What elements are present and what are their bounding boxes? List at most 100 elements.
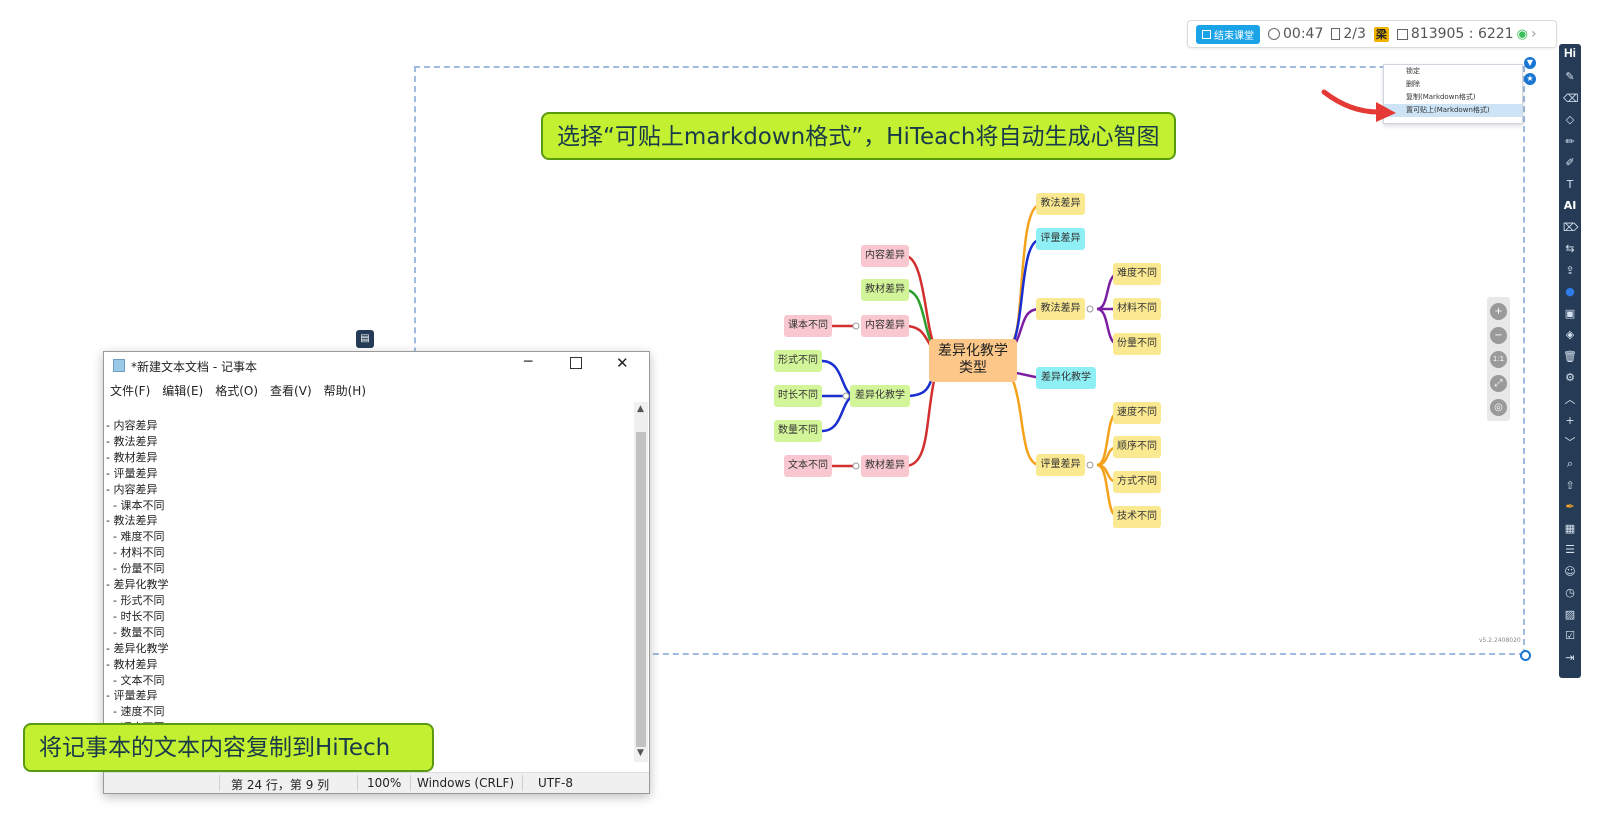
minimize-button[interactable]: ─ [524,354,533,370]
root-line-2: 类型 [959,360,987,376]
node-diff-teaching-left[interactable]: 差异化教学 [850,385,910,407]
node-manner-diff[interactable]: 方式不同 [1113,471,1161,493]
node-skill-diff[interactable]: 技术不同 [1113,506,1161,528]
zoom-in-icon[interactable]: + [1490,303,1507,320]
fit-view-icon[interactable]: ⤢ [1490,375,1507,392]
scrollbar-thumb[interactable] [636,432,646,747]
zoom-out-icon[interactable]: − [1490,327,1507,344]
highlighter-icon[interactable]: ✒ [1565,500,1575,513]
node-material-diff[interactable]: 材料不同 [1113,298,1161,320]
export-icon[interactable]: ⇪ [1565,263,1575,277]
node-assess-diff-2[interactable]: 评量差异 [1036,454,1085,476]
marker-icon[interactable]: ✐ [1565,156,1575,169]
notepad-line: - 内容差异 [106,419,158,432]
chevron-up-icon[interactable]: ︿ [1564,392,1576,406]
trash-icon[interactable]: 🗑 [1563,349,1577,363]
ai-icon[interactable]: AI [1563,199,1577,212]
eraser-icon[interactable]: ⌫ [1563,91,1579,105]
text-format-icon[interactable]: T [1566,177,1574,191]
star-handle-icon[interactable]: ★ [1524,73,1536,85]
root-line-1: 差异化教学 [938,343,1008,359]
notepad-window: *新建文本文档 - 记事本 ─ ✕ 文件(F) 编辑(E) 格式(O) 查看(V… [103,351,650,794]
user-avatar[interactable]: 梁 [1373,26,1389,42]
node-quantity-diff[interactable]: 数量不同 [774,420,822,442]
settings-icon[interactable]: ⚙ [1565,371,1575,384]
node-portion-diff[interactable]: 份量不同 [1113,333,1161,355]
share-icon[interactable]: ⇆ [1565,242,1575,255]
node-content-diff-2[interactable]: 内容差异 [861,315,909,337]
node-content-diff-1[interactable]: 内容差异 [861,245,909,267]
mindmap-root-node[interactable]: 差异化教学 类型 [929,339,1017,382]
notepad-icon [113,359,125,372]
pencil-icon[interactable]: ✏ [1565,134,1575,148]
exit-icon[interactable]: ⇥ [1565,650,1575,664]
upload-icon[interactable]: ⇧ [1565,478,1575,492]
resize-handle-icon[interactable] [1520,650,1531,661]
node-speed-diff[interactable]: 速度不同 [1113,402,1161,424]
encoding: UTF-8 [538,776,573,790]
menu-item-delete[interactable]: 删除 [1406,80,1420,88]
notepad-titlebar[interactable]: *新建文本文档 - 记事本 ─ ✕ [104,352,649,380]
view-icon[interactable]: ◎ [1490,399,1507,416]
check-icon[interactable]: ☑ [1565,629,1575,642]
node-materials-diff-2[interactable]: 教材差异 [861,455,909,477]
download-handle-icon[interactable]: ▼ [1524,57,1536,69]
menu-file[interactable]: 文件(F) [110,384,151,398]
timer: 00:47 [1268,26,1323,42]
node-method-diff-1[interactable]: 教法差异 [1036,193,1085,215]
node-materials-diff-1[interactable]: 教材差异 [861,279,909,301]
node-text-diff[interactable]: 文本不同 [784,455,832,477]
list-icon[interactable]: ☰ [1565,543,1575,556]
stamp-icon[interactable]: ▣ [1564,306,1576,320]
node-difficulty-diff[interactable]: 难度不同 [1113,263,1161,285]
end-class-label: 结束课堂 [1214,30,1254,42]
node-textbook-diff[interactable]: 课本不同 [784,315,832,337]
callout-copy-instruction: 将记事本的文本内容复制到HiTech [23,723,434,772]
menu-item-lock[interactable]: 锁定 [1406,67,1420,75]
menu-help[interactable]: 帮助(H) [323,384,367,398]
callout-paste-instruction: 选择“可贴上markdown格式”，HiTeach将自动生成心智图 [541,112,1176,160]
menu-item-copy-markdown[interactable]: 复制(Markdown格式) [1406,93,1476,101]
notepad-menubar: 文件(F) 编辑(E) 格式(O) 查看(V) 帮助(H) [110,382,366,399]
shape-icon[interactable]: ◇ [1565,113,1575,126]
context-menu: 锁定 删除 复制(Markdown格式) 置可贴上(Markdown格式) [1383,64,1523,124]
menu-item-paste-markdown[interactable]: 置可贴上(Markdown格式) [1384,104,1522,117]
menu-edit[interactable]: 编辑(E) [162,384,204,398]
plus-icon[interactable]: + [1565,414,1575,427]
notepad-line: - 评量差异 [106,689,158,703]
folder-icon[interactable]: ▤ [356,330,374,348]
end-class-button[interactable]: 结束课堂 [1196,24,1260,44]
menu-view[interactable]: 查看(V) [270,384,312,398]
close-button[interactable]: ✕ [616,354,629,372]
pen-icon[interactable]: ✎ [1565,70,1575,83]
node-duration-diff[interactable]: 时长不同 [774,385,822,407]
scroll-up-icon[interactable]: ▲ [637,404,644,414]
clear-icon[interactable]: ⌦ [1563,220,1579,234]
node-assess-diff-1[interactable]: 评量差异 [1036,228,1085,250]
signal-icon: ◉ [1516,26,1528,42]
right-toolbar: Hi ✎ ⌫ ◇ ✏ ✐ T AI ⌦ ⇆ ⇪ ● ▣ ◈ 🗑 ⚙ ︿ + ﹀ ⌕ ⇧ ✒ ▦ ☰ ☺ ◷ ▨ ☑ ⇥ [1559,44,1581,678]
grid-icon[interactable]: ▦ [1564,521,1576,535]
notepad-line: - 评量差异 [106,466,158,480]
user-icon[interactable]: ☺ [1564,564,1576,578]
node-diff-teaching-right[interactable]: 差异化教学 [1036,367,1096,389]
menu-format[interactable]: 格式(O) [215,384,259,398]
chevron-right-icon[interactable]: › [1530,26,1537,42]
actual-size-icon[interactable]: 1:1 [1490,351,1507,368]
image-icon[interactable]: ▨ [1564,607,1576,621]
node-form-diff[interactable]: 形式不同 [774,350,822,372]
notepad-text-area[interactable]: - 内容差异- 教法差异- 教材差异- 评量差异- 内容差异 - 课本不同- 教… [106,418,626,758]
timer-value: 00:47 [1283,26,1324,42]
page-indicator[interactable]: 2/3 [1331,26,1366,42]
scroll-down-icon[interactable]: ▼ [637,748,644,758]
vertical-scrollbar[interactable]: ▲ ▼ [634,402,648,762]
hiteach-logo[interactable]: Hi [1564,46,1576,60]
node-method-diff-2[interactable]: 教法差异 [1036,298,1085,320]
timer-icon[interactable]: ◷ [1565,586,1575,599]
fill-icon[interactable]: ◈ [1565,328,1575,341]
chevron-down-icon[interactable]: ﹀ [1564,435,1576,449]
node-order-diff[interactable]: 顺序不同 [1113,436,1161,458]
search-icon[interactable]: ⌕ [1566,457,1574,470]
color-wheel-icon[interactable]: ● [1565,285,1575,298]
maximize-button[interactable] [570,357,582,369]
